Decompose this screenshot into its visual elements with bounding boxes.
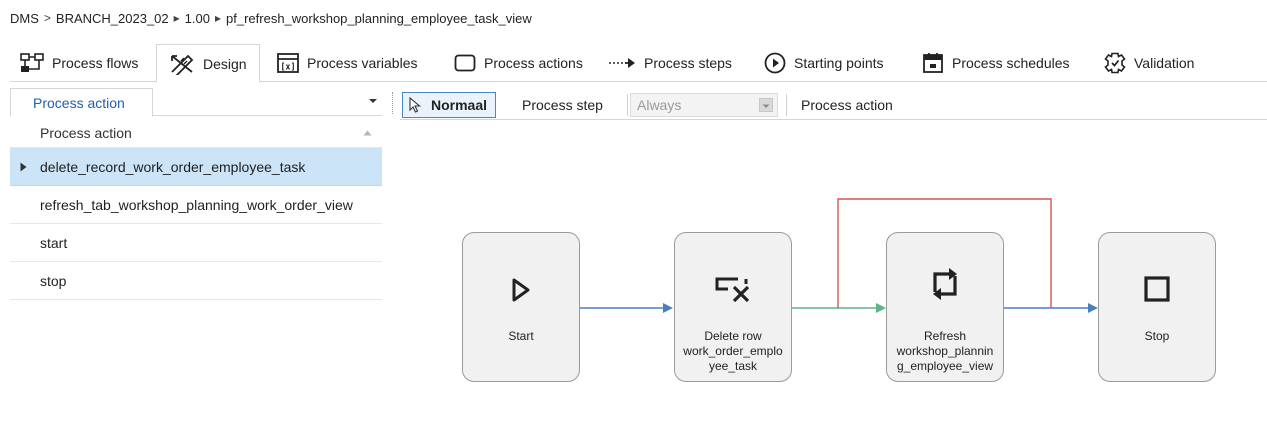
breadcrumb-separator: ▸ [214, 11, 222, 25]
loop-connector [837, 198, 1052, 308]
process-action-panel: Process action Process action delete_rec… [10, 88, 382, 427]
process-step-label: Process step [522, 97, 603, 113]
tab-process-flows[interactable]: Process flows [20, 44, 138, 82]
flow-node-stop[interactable]: Stop [1098, 232, 1216, 382]
process-action-panel-tab[interactable]: Process action [10, 88, 153, 117]
dotted-arrow-icon [609, 58, 635, 68]
flow-node-label-line: g_employee_view [896, 359, 994, 373]
sort-ascending-icon [363, 130, 372, 136]
tab-label: Design [203, 55, 247, 72]
row-pointer-icon [20, 162, 27, 172]
tab-process-schedules[interactable]: Process schedules [922, 44, 1070, 82]
flow-node-label-line: work_order_emplo [683, 344, 783, 358]
condition-select-value: Always [637, 97, 682, 113]
flow-canvas[interactable]: Start Delete row work_order_emplo yee_ta… [400, 121, 1267, 427]
flow-node-label: Delete row work_order_emplo yee_task [675, 329, 791, 374]
row-label: stop [40, 272, 67, 289]
tab-design[interactable]: Design [156, 44, 260, 83]
column-header-label: Process action [40, 124, 132, 141]
toolbar-divider [786, 94, 787, 116]
breadcrumb: DMS > BRANCH_2023_02 ▸ 1.00 ▸ pf_refresh… [10, 8, 532, 28]
variables-icon: [x] [277, 53, 299, 73]
flow-connectors [580, 198, 1098, 313]
breadcrumb-item-flow: pf_refresh_workshop_planning_employee_ta… [226, 10, 532, 26]
breadcrumb-separator: ▸ [173, 11, 180, 25]
process-step-button[interactable]: Process step [522, 92, 603, 118]
arrowhead [1088, 303, 1098, 313]
flow-node-label-line: workshop_plannin [896, 344, 994, 358]
condition-select[interactable]: Always [630, 93, 778, 117]
table-row[interactable]: stop [10, 262, 382, 300]
flow-node-delete-row[interactable]: Delete row work_order_emplo yee_task [674, 232, 792, 382]
table-row[interactable]: refresh_tab_workshop_planning_work_order… [10, 186, 382, 224]
tab-validation[interactable]: Validation [1104, 44, 1194, 82]
tab-label: Process schedules [952, 55, 1070, 71]
table-row[interactable]: start [10, 224, 382, 262]
flow-node-label-line: Refresh [923, 329, 967, 343]
flow-node-label: Stop [1099, 329, 1215, 344]
cursor-pointer-icon [409, 97, 421, 113]
tab-process-variables[interactable]: [x] Process variables [277, 44, 418, 82]
rounded-rect-icon [454, 54, 476, 72]
flow-node-label-line: Delete row [704, 329, 762, 343]
tab-starting-points[interactable]: Starting points [764, 44, 884, 82]
table-row[interactable]: delete_record_work_order_employee_task [10, 148, 382, 186]
breadcrumb-item-branch[interactable]: BRANCH_2023_02 [55, 10, 169, 26]
flow-node-label-line: Start [508, 329, 534, 343]
process-flows-icon [20, 53, 44, 72]
process-action-label: Process action [801, 97, 893, 113]
tab-process-steps[interactable]: Process steps [608, 44, 732, 82]
flow-node-label-line: yee_task [708, 359, 758, 373]
flow-node-refresh[interactable]: Refresh workshop_plannin g_employee_view [886, 232, 1004, 382]
play-triangle-icon [512, 278, 530, 302]
column-header[interactable]: Process action [10, 118, 382, 148]
validation-gear-icon [1104, 52, 1126, 74]
arrowhead [876, 303, 886, 313]
design-toolbar: Normaal Process step Always Process acti… [400, 90, 1267, 120]
panel-header: Process action [10, 88, 382, 117]
tab-label: Starting points [794, 55, 884, 71]
flow-node-label: Start [463, 329, 579, 344]
tab-label: Validation [1134, 55, 1195, 71]
select-dropdown-button[interactable] [759, 98, 773, 112]
panel-splitter[interactable] [392, 92, 393, 114]
calendar-icon [923, 53, 943, 73]
chevron-down-icon [762, 104, 770, 108]
panel-tab-label: Process action [33, 94, 125, 111]
breadcrumb-item-version[interactable]: 1.00 [184, 10, 210, 26]
refresh-icon [933, 268, 957, 300]
stop-square-icon [1144, 276, 1170, 302]
flow-node-start[interactable]: Start [462, 232, 580, 382]
flow-node-label-line: Stop [1144, 329, 1170, 343]
design-tools-icon [171, 54, 194, 75]
flow-node-label: Refresh workshop_plannin g_employee_view [887, 329, 1003, 374]
row-label: start [40, 234, 68, 251]
row-label: refresh_tab_workshop_planning_work_order… [40, 196, 353, 213]
delete-row-icon [715, 277, 750, 303]
breadcrumb-item-dms[interactable]: DMS [10, 10, 39, 26]
chevron-down-icon[interactable] [368, 96, 378, 106]
tab-label: Process variables [307, 55, 418, 71]
normaal-label: Normaal [431, 97, 488, 113]
tab-label: Process actions [484, 55, 583, 71]
arrowhead [663, 303, 673, 313]
svg-text:[x]: [x] [280, 63, 295, 73]
process-action-button[interactable]: Process action [801, 92, 893, 118]
play-circle-icon [764, 52, 786, 74]
tab-process-actions[interactable]: Process actions [454, 44, 583, 82]
normaal-button[interactable]: Normaal [402, 92, 497, 118]
breadcrumb-separator: > [43, 11, 51, 25]
tab-label: Process steps [644, 55, 732, 71]
tab-label: Process flows [52, 55, 139, 71]
toolbar-divider [627, 94, 628, 116]
row-label: delete_record_work_order_employee_task [40, 158, 306, 175]
main-tabs: Process flows Design [x] Process variabl… [10, 44, 1267, 83]
